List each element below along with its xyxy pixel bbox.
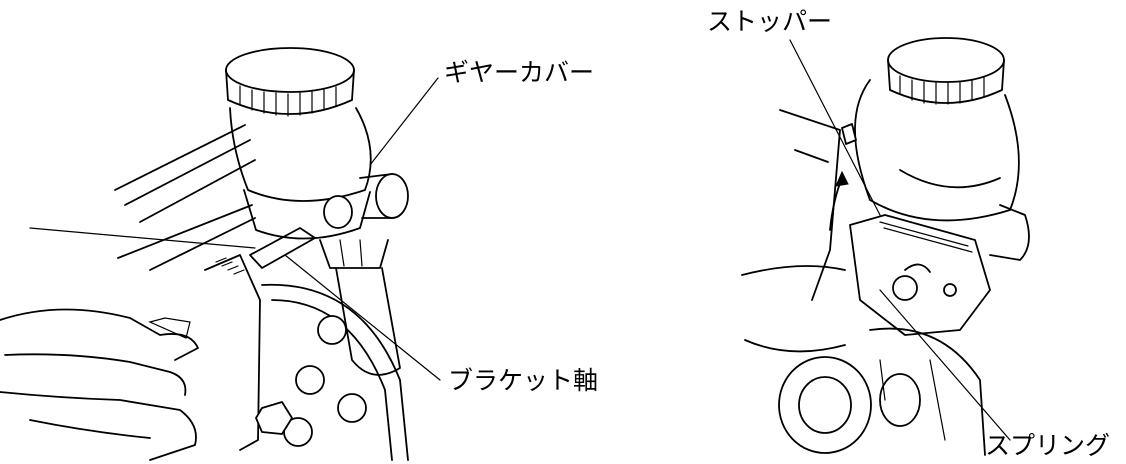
left-illustration [0, 47, 441, 461]
spring-label: スプリング [985, 431, 1111, 460]
right-illustration [741, 37, 1030, 456]
stopper-label: ストッパー [707, 7, 833, 36]
bracket-shaft-label: ブラケット軸 [448, 366, 599, 395]
gear-cover-label: ギヤーカバー [444, 58, 595, 87]
